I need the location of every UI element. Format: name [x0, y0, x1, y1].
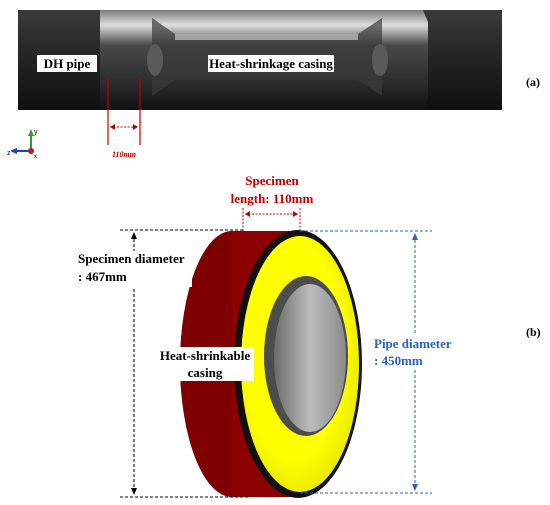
casing-b-line1: Heat-shrinkable	[160, 348, 251, 363]
casing-label: Heat-shrinkage casing	[209, 56, 333, 71]
axis-x-label: x	[34, 154, 37, 160]
casing-b-label-box	[156, 347, 254, 381]
panel-a: DH pipe Heat-shrinkage casing 110mm (a)	[18, 10, 540, 159]
specimen-diameter-line1: Specimen diameter	[78, 251, 185, 266]
casing-label-box	[208, 55, 334, 72]
panel-a-letter: (a)	[526, 75, 540, 89]
panel-b-letter: (b)	[526, 325, 541, 339]
pipe-diameter-line1: Pipe diameter	[374, 336, 452, 351]
axis-y-label: y	[34, 129, 38, 136]
specimen-diameter-line2: : 467mm	[78, 269, 127, 284]
specimen-length-line2: length: 110mm	[231, 191, 314, 206]
axis-triad: y z x	[7, 129, 38, 160]
casing-b-line2: casing	[188, 365, 223, 380]
panel-b: Specimen length: 110mm Specimen diameter…	[76, 173, 541, 498]
pipe-bore	[274, 284, 346, 432]
axis-z-label: z	[7, 150, 11, 157]
dh-pipe-label: DH pipe	[44, 56, 91, 71]
specimen-length-line1: Specimen	[245, 173, 299, 188]
dimension-text: 110mm	[112, 150, 136, 159]
dh-pipe-label-box	[37, 55, 97, 72]
pipe-diameter-line2: : 450mm	[374, 353, 423, 368]
